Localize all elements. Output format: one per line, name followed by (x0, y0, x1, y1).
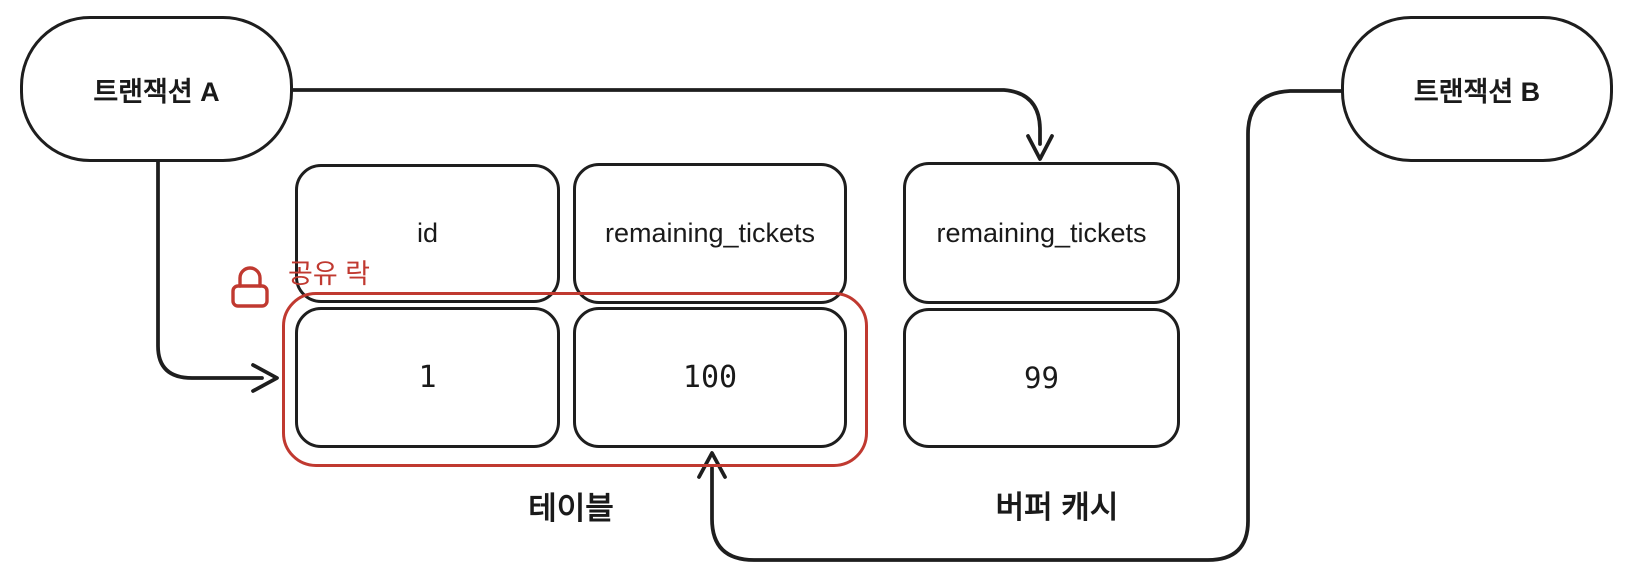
table-header-cell-id: id (295, 164, 560, 303)
table-header-remaining-tickets-label: remaining_tickets (604, 218, 816, 248)
table-value-cell-id: 1 (295, 307, 560, 448)
buffer-cache-value: 99 (1024, 361, 1059, 395)
transaction-a-label: 트랜잭션 A (93, 76, 220, 107)
table-caption: 테이블 (528, 491, 614, 526)
table-value-remaining-tickets: 100 (682, 360, 738, 395)
transaction-b-node: 트랜잭션 B (1341, 16, 1613, 162)
buffer-cache-header-cell: remaining_tickets (903, 162, 1180, 304)
transaction-b-label: 트랜잭션 B (1413, 76, 1541, 107)
transaction-a-node: 트랜잭션 A (20, 16, 293, 162)
shared-lock-label: 공유 락 (288, 259, 371, 289)
table-header-cell-remaining-tickets: remaining_tickets (573, 163, 847, 304)
table-header-id-label: id (416, 218, 438, 248)
buffer-cache-value-cell: 99 (903, 308, 1180, 448)
buffer-cache-header-label: remaining_tickets (936, 217, 1147, 248)
shared-lock-highlight (282, 292, 868, 467)
table-value-cell-remaining-tickets: 100 (573, 307, 847, 448)
arrow-a-to-buffer-cache (290, 88, 1054, 161)
table-value-id: 1 (418, 360, 437, 395)
lock-icon (231, 266, 269, 308)
buffer-cache-caption: 버퍼 캐시 (995, 490, 1119, 525)
